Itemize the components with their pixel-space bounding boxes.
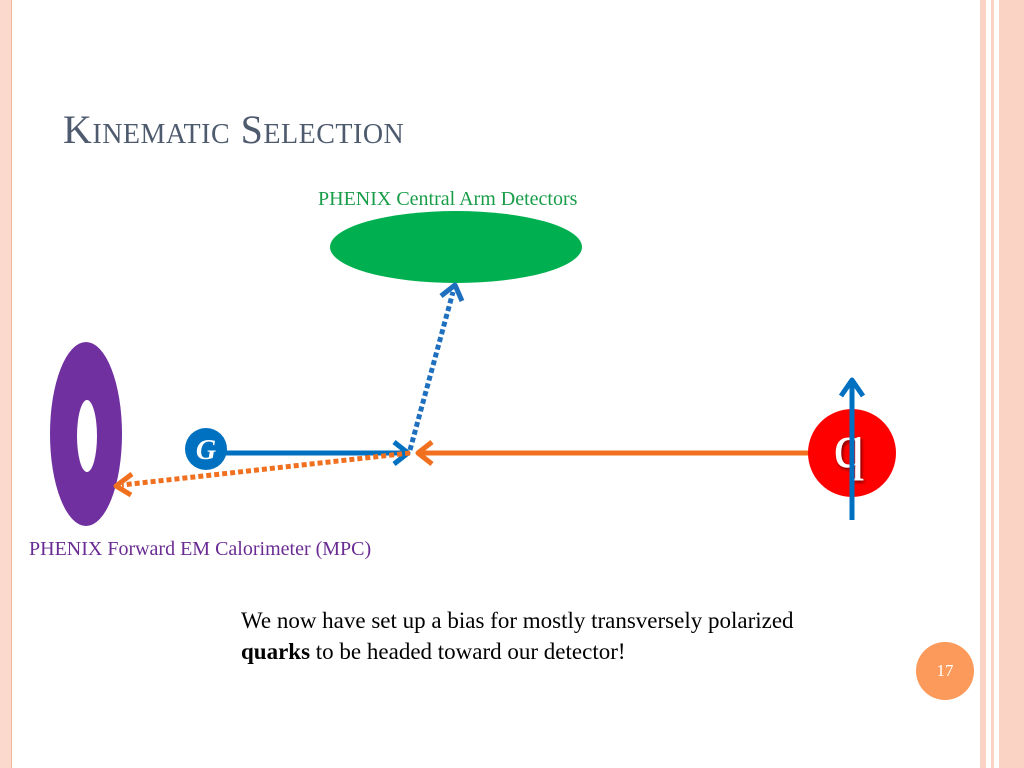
gluon-label: G xyxy=(196,435,216,466)
slide-title: Kinematic Selection xyxy=(63,107,405,152)
dotted-arrow-to-central xyxy=(407,291,456,451)
central-arm-detector xyxy=(330,211,582,283)
caption-part1: We now have set up a bias for mostly tra… xyxy=(241,608,794,633)
dotted-arrow-to-mpc xyxy=(121,450,411,488)
caption-text: We now have set up a bias for mostly tra… xyxy=(241,605,801,667)
gluon-circle xyxy=(185,428,227,470)
right-border-strip xyxy=(991,0,994,768)
mpc-detector xyxy=(50,342,122,526)
mpc-label: PHENIX Forward EM Calorimeter (MPC) xyxy=(29,538,372,560)
quark-arrowhead xyxy=(415,440,434,466)
dotted-arrow-to-central-head xyxy=(439,282,465,303)
right-border-strip xyxy=(999,0,1024,768)
right-border-strip xyxy=(980,0,986,768)
central-arm-label: PHENIX Central Arm Detectors xyxy=(318,188,578,210)
left-border-strip xyxy=(0,0,12,768)
caption-part2: to be headed toward our detector! xyxy=(310,639,626,664)
caption-bold: quarks xyxy=(241,639,311,664)
dotted-arrow-to-mpc-head xyxy=(113,472,134,498)
page-number-badge: 17 xyxy=(916,642,974,700)
quark-label: q xyxy=(834,413,865,481)
quark-spin-arrowhead xyxy=(838,377,866,398)
